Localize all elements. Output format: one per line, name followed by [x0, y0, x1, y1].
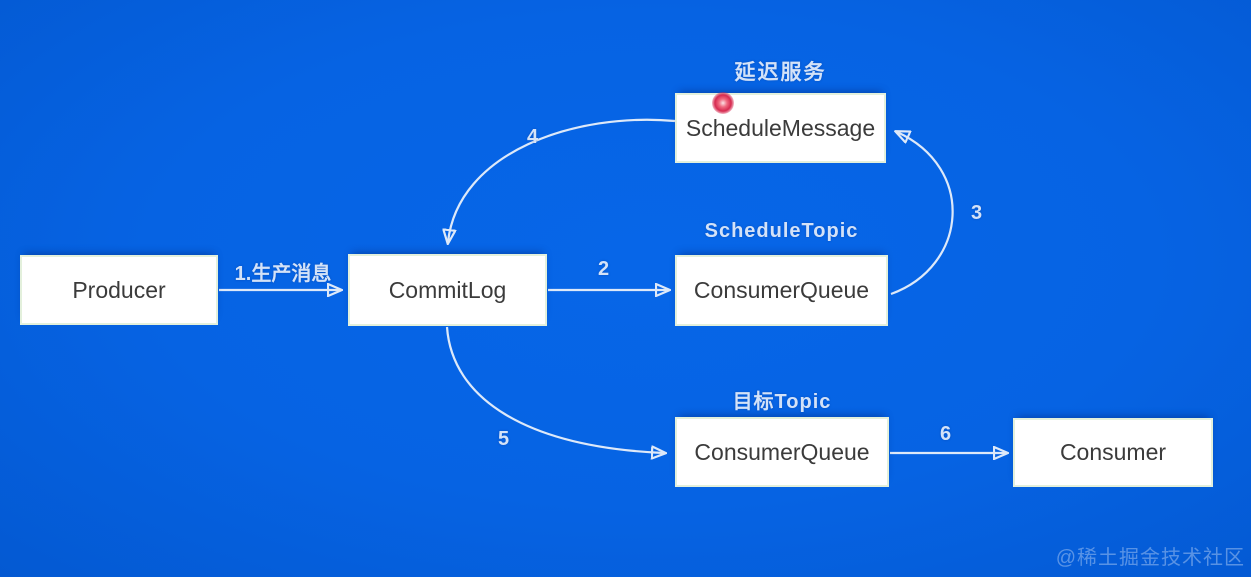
watermark-juejin: @稀土掘金技术社区: [1055, 547, 1245, 569]
node-commitlog-label: CommitLog: [388, 276, 507, 303]
edge-4-curve: [448, 118, 676, 242]
node-consumer-queue-schedule: ConsumerQueue: [675, 255, 888, 326]
edge-label-1: 1.生产消息: [234, 263, 332, 285]
edge-label-6: 6: [940, 423, 952, 445]
node-producer-label: Producer: [72, 276, 166, 303]
node-commitlog: CommitLog: [348, 254, 547, 326]
node-consumer-queue-schedule-label: ConsumerQueue: [693, 277, 870, 303]
node-consumer-queue-target: ConsumerQueue: [675, 417, 889, 487]
edge-label-4: 4: [527, 126, 539, 148]
node-producer: Producer: [20, 255, 218, 325]
laser-pointer-dot: [712, 92, 734, 114]
group-label-target-topic: 目标Topic: [732, 391, 832, 413]
edge-label-5: 5: [498, 428, 510, 450]
node-schedule-message: ScheduleMessage: [675, 93, 886, 163]
edge-label-3: 3: [971, 202, 983, 224]
group-label-schedule-topic: ScheduleTopic: [704, 220, 859, 242]
node-consumer-queue-target-label: ConsumerQueue: [694, 438, 870, 465]
edge-3-curve: [890, 132, 954, 296]
edge-5-curve: [445, 326, 664, 453]
node-schedule-message-label: ScheduleMessage: [685, 114, 876, 141]
edge-label-2: 2: [598, 258, 610, 280]
group-label-delay-service: 延迟服务: [734, 61, 827, 84]
node-consumer: Consumer: [1013, 418, 1213, 487]
node-consumer-label: Consumer: [1059, 439, 1167, 465]
